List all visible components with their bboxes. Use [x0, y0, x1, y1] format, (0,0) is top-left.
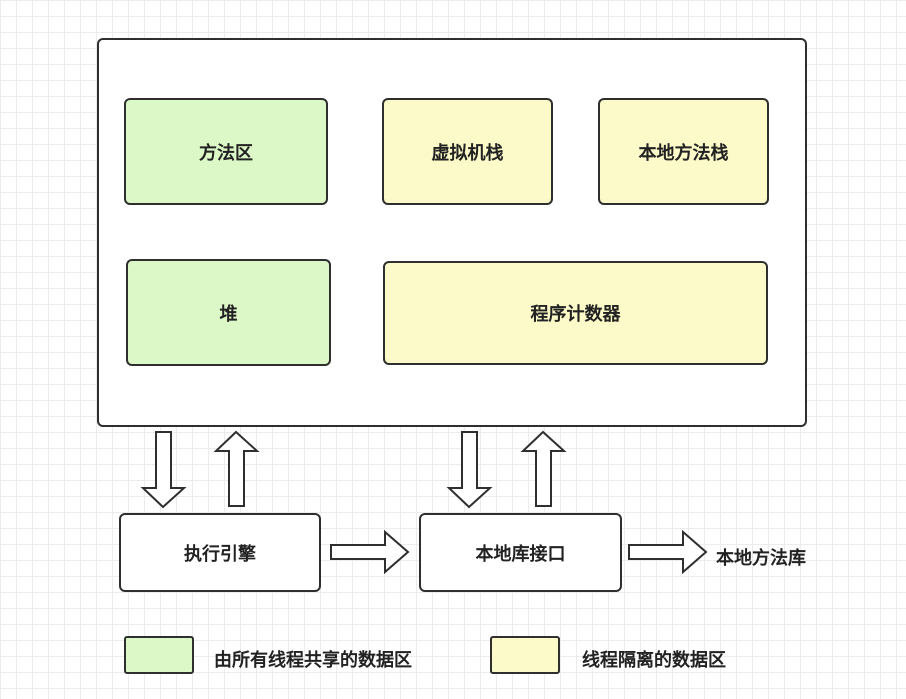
arrow-down-interface: [446, 431, 493, 509]
vm-stack-label: 虚拟机栈: [431, 142, 504, 164]
heap-box: 堆: [126, 259, 331, 366]
native-method-stack-label: 本地方法栈: [638, 142, 729, 164]
native-interface-label: 本地库接口: [475, 543, 566, 565]
execution-engine-box: 执行引擎: [119, 513, 321, 592]
arrow-right-interface-library: [628, 529, 708, 575]
native-method-stack-box: 本地方法栈: [598, 98, 769, 205]
method-area-label: 方法区: [199, 142, 253, 164]
heap-label: 堆: [219, 303, 238, 325]
method-area-box: 方法区: [124, 98, 328, 205]
arrow-down-engine: [140, 431, 187, 509]
arrow-right-engine-interface: [330, 529, 410, 575]
legend-shared-label: 由所有线程共享的数据区: [214, 650, 412, 671]
arrow-up-interface: [520, 430, 567, 507]
arrow-up-engine: [213, 430, 260, 507]
program-counter-box: 程序计数器: [383, 261, 768, 365]
legend-shared-swatch: [124, 636, 194, 674]
program-counter-label: 程序计数器: [530, 304, 621, 325]
native-interface-box: 本地库接口: [419, 513, 622, 592]
legend-isolated-label: 线程隔离的数据区: [582, 650, 726, 671]
native-library-label: 本地方法库: [716, 548, 806, 569]
vm-stack-box: 虚拟机栈: [382, 98, 553, 205]
legend-isolated-swatch: [490, 636, 560, 674]
execution-engine-label: 执行引擎: [184, 543, 256, 565]
